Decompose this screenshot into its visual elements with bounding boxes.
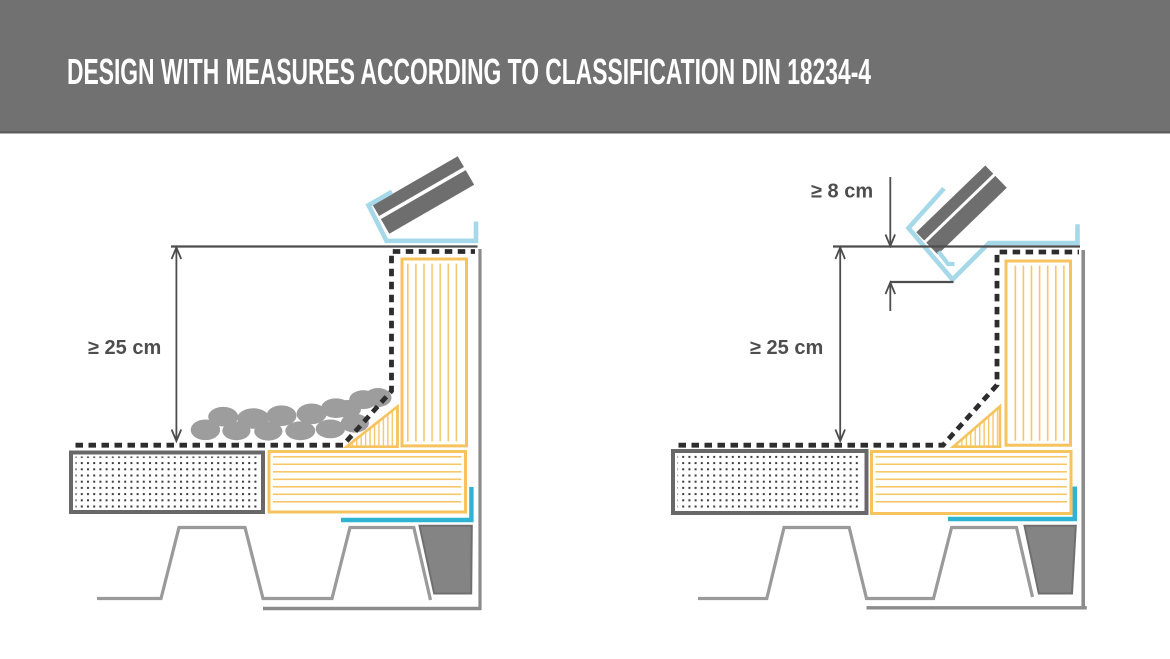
svg-text:≥ 25 cm: ≥ 25 cm [750, 337, 823, 359]
svg-text:DESIGN WITH MEASURES ACCORDING: DESIGN WITH MEASURES ACCORDING TO CLASSI… [67, 51, 871, 92]
svg-text:≥ 25 cm: ≥ 25 cm [88, 337, 161, 359]
svg-text:≥ 8 cm: ≥ 8 cm [811, 181, 873, 203]
